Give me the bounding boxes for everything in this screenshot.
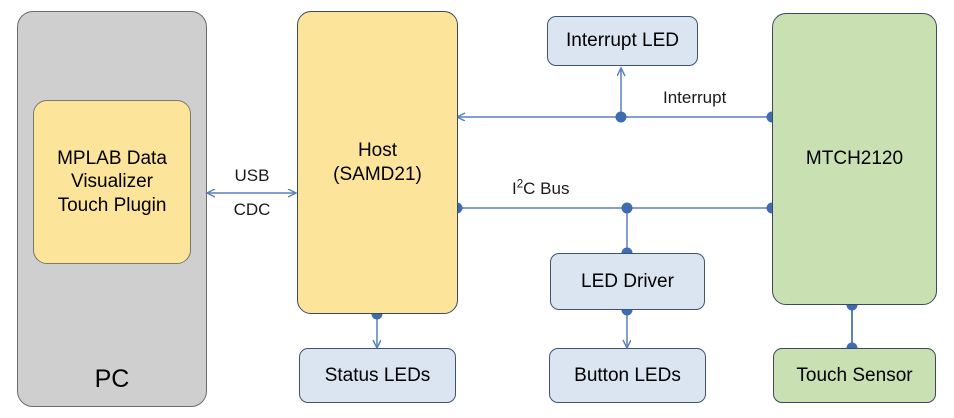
node-mtch2120-label: MTCH2120 bbox=[805, 148, 904, 170]
edge-label-usb-cdc: USB CDC bbox=[213, 166, 291, 220]
wire-mtch-to-touch-sensor bbox=[846, 299, 858, 354]
edge-label-i2c-suffix: C Bus bbox=[523, 179, 570, 198]
node-interrupt-led[interactable]: Interrupt LED bbox=[547, 16, 698, 66]
node-host-line2: (SAMD21) bbox=[333, 163, 422, 185]
wire-host-to-status-leds bbox=[371, 308, 383, 349]
node-mplab-label: MPLAB Data Visualizer Touch Plugin bbox=[34, 147, 190, 217]
node-mplab-line1: MPLAB Data bbox=[57, 148, 167, 170]
node-button-leds-label: Button LEDs bbox=[574, 364, 681, 386]
node-interrupt-led-label: Interrupt LED bbox=[566, 30, 679, 52]
node-status-leds[interactable]: Status LEDs bbox=[299, 348, 456, 403]
node-mtch2120[interactable]: MTCH2120 bbox=[772, 13, 937, 305]
edge-label-interrupt: Interrupt bbox=[663, 88, 727, 107]
node-mplab-data-visualizer-touch-plugin[interactable]: MPLAB Data Visualizer Touch Plugin bbox=[33, 100, 191, 264]
node-host-label: Host (SAMD21) bbox=[298, 139, 457, 185]
node-mplab-line2: Visualizer bbox=[70, 171, 154, 193]
edge-label-i2c-superscript: 2 bbox=[516, 178, 524, 191]
edge-label-usb-line1: USB bbox=[234, 166, 270, 185]
edge-label-i2c-bus: I2C Bus bbox=[512, 179, 569, 199]
node-touch-sensor-label: Touch Sensor bbox=[796, 364, 913, 386]
node-button-leds[interactable]: Button LEDs bbox=[549, 348, 706, 403]
node-led-driver[interactable]: LED Driver bbox=[550, 253, 705, 310]
node-status-leds-label: Status LEDs bbox=[324, 364, 431, 386]
junction-dot-interrupt-branch bbox=[615, 111, 627, 123]
node-led-driver-label: LED Driver bbox=[581, 270, 674, 292]
junction-dot-i2c-branch bbox=[621, 202, 633, 214]
node-touch-sensor[interactable]: Touch Sensor bbox=[773, 348, 936, 403]
node-host-line1: Host bbox=[357, 140, 398, 162]
edge-label-i2c-prefix: I bbox=[512, 179, 517, 198]
node-mplab-line3: Touch Plugin bbox=[57, 194, 167, 216]
wire-driver-to-button-leds bbox=[621, 304, 633, 349]
node-pc-label: PC bbox=[94, 364, 130, 393]
node-host-samd21[interactable]: Host (SAMD21) bbox=[297, 11, 458, 314]
wire-interrupt bbox=[457, 68, 778, 123]
edge-label-cdc-line2: CDC bbox=[233, 200, 271, 220]
wire-i2c-bus bbox=[451, 202, 778, 259]
